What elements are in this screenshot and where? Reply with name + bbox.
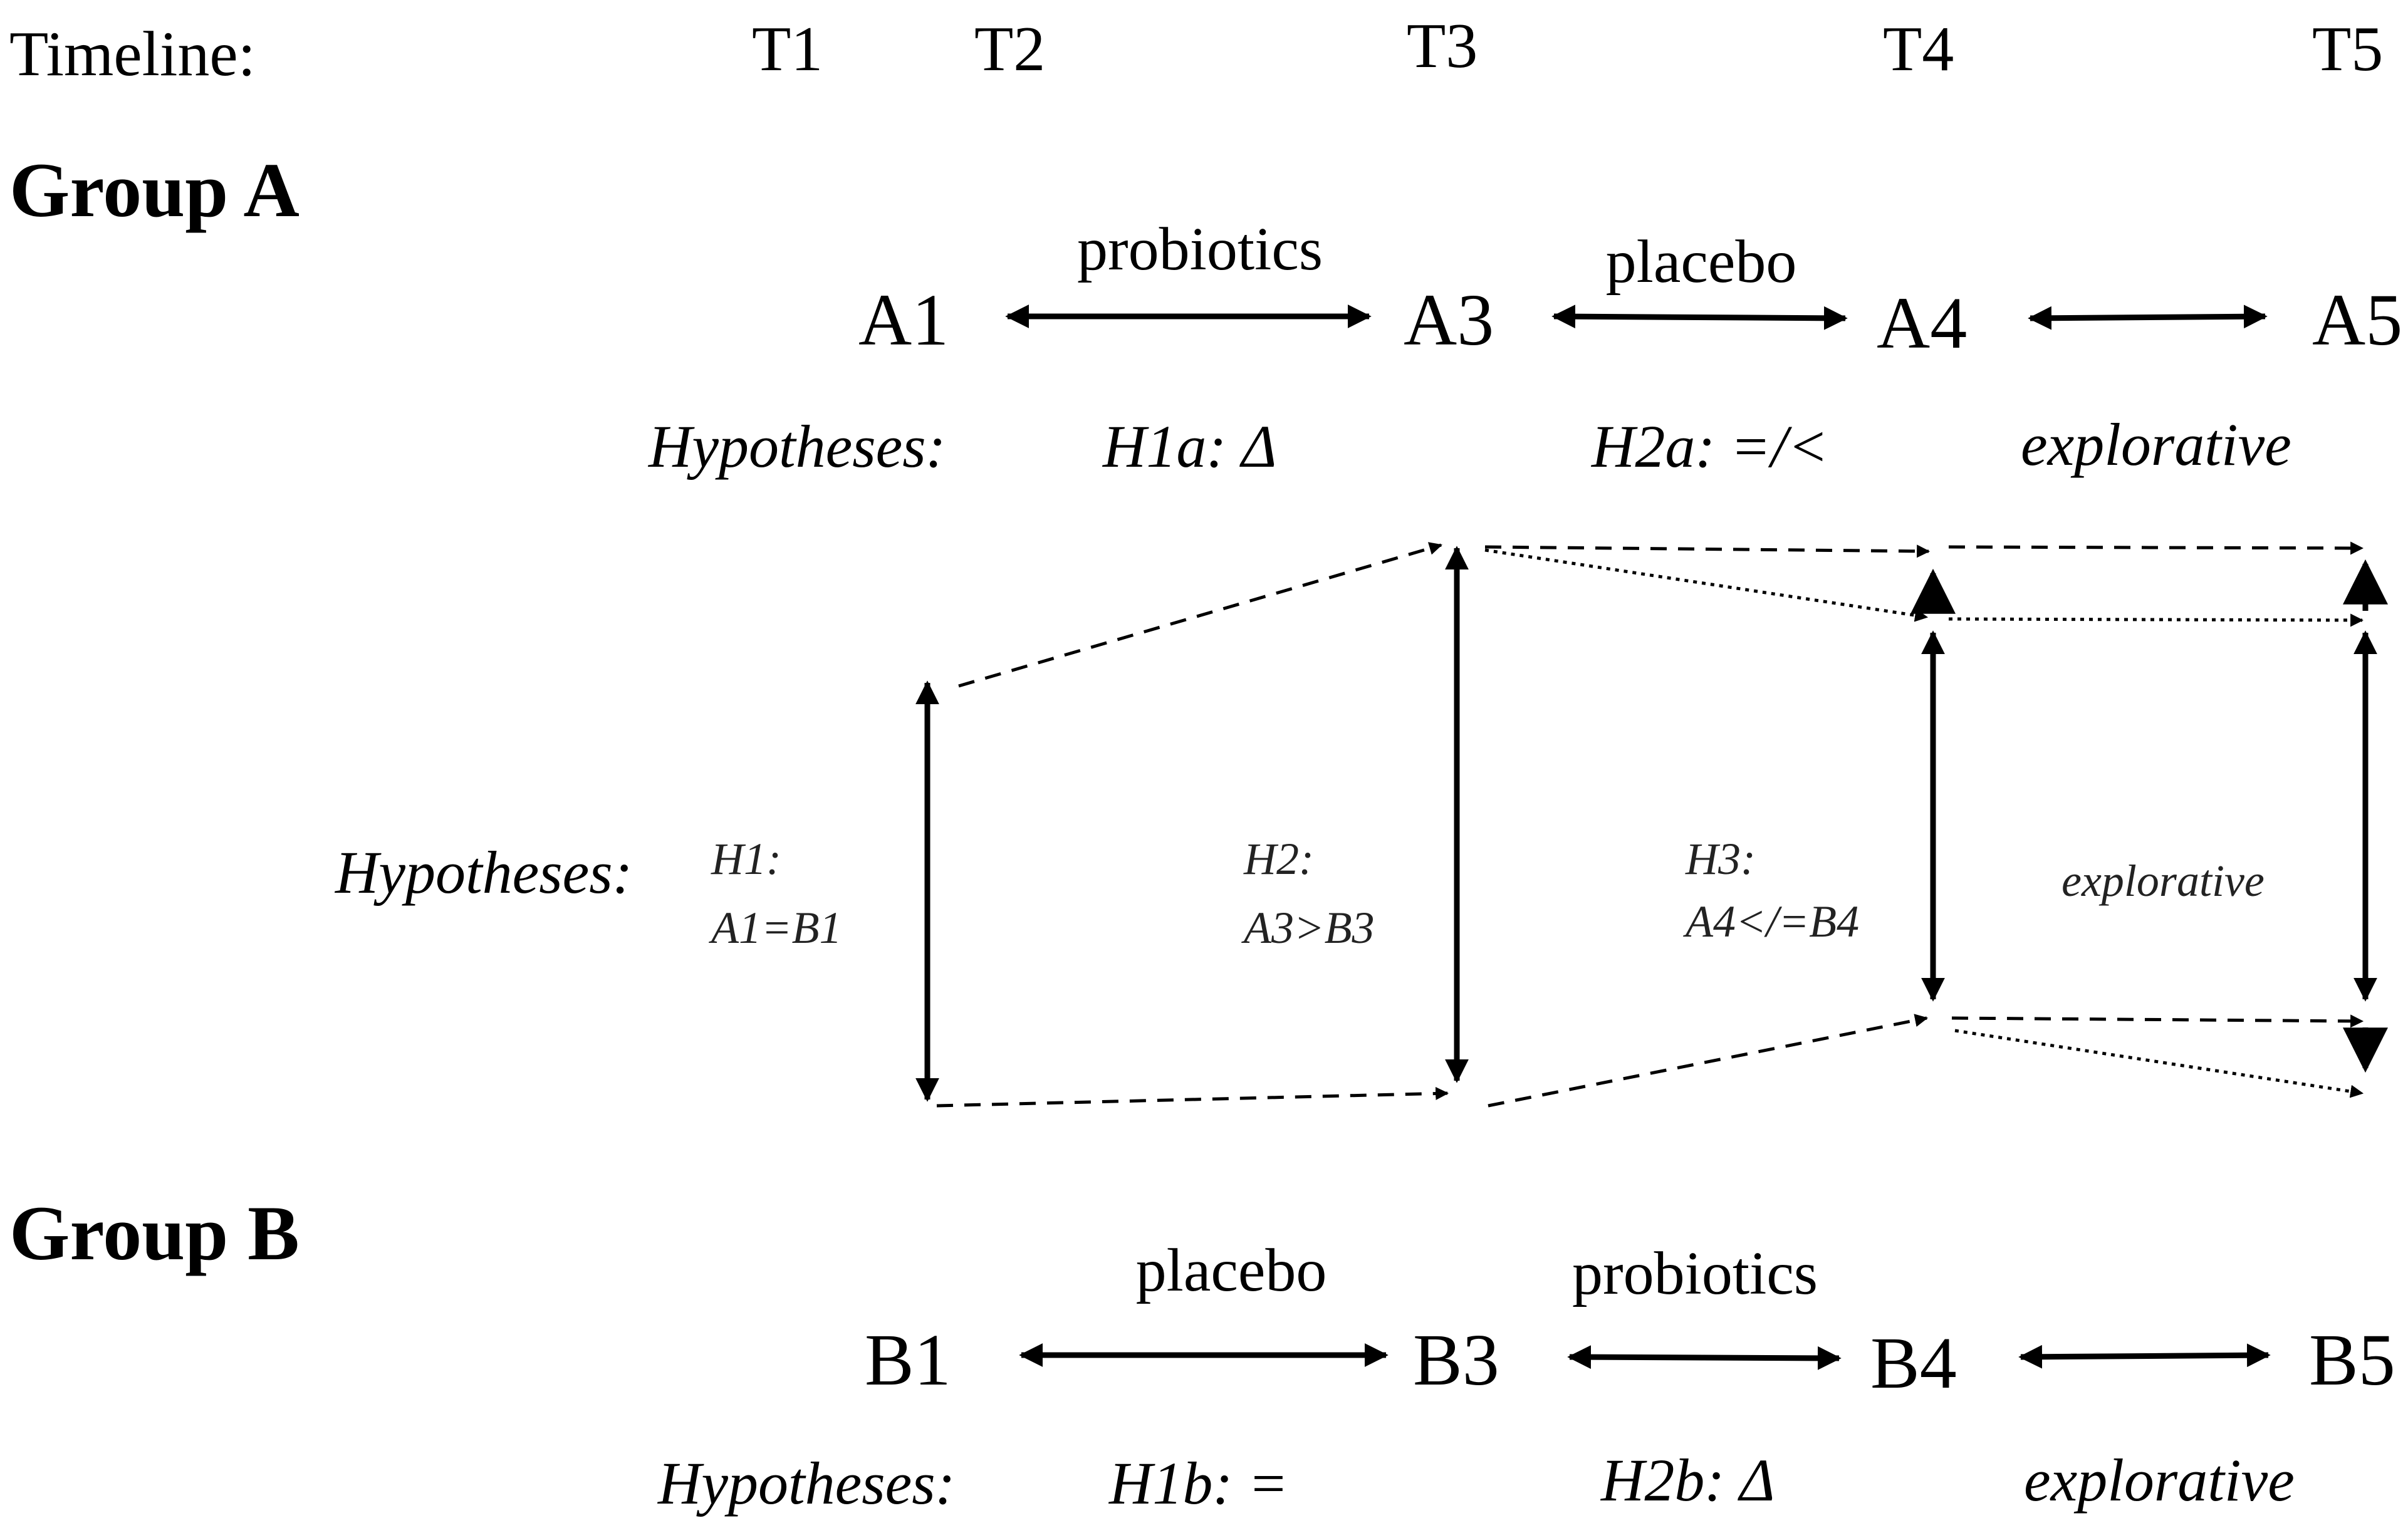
- dashed-a-t3-t4: [1484, 544, 1931, 558]
- timeline-t2: T2: [974, 14, 1045, 85]
- hypothesis-h1-expr: A1=B1: [709, 903, 842, 953]
- dashed-b-t1-t3: [936, 1086, 1449, 1108]
- timeline-t1: T1: [752, 14, 823, 85]
- dashed-a-t4-t5: [1948, 541, 2364, 555]
- dashed-b-t3-t4: [1488, 1014, 1929, 1108]
- node-a3: A3: [1404, 279, 1494, 361]
- timeline-t4: T4: [1883, 14, 1954, 85]
- node-b1: B1: [865, 1319, 951, 1401]
- hypothesis-h1b: H1b: =: [1108, 1450, 1288, 1517]
- timeline-t5: T5: [2312, 14, 2383, 85]
- between-explorative: explorative: [2061, 856, 2265, 906]
- node-a5: A5: [2312, 279, 2402, 361]
- group-a-title: Group A: [9, 147, 300, 233]
- group-b-treatment-2: probiotics: [1572, 1240, 1818, 1307]
- dashed-a-t1-t3: [958, 542, 1443, 688]
- between-hypotheses-label: Hypotheses:: [334, 839, 633, 906]
- node-b4: B4: [1870, 1322, 1957, 1404]
- group-b-title: Group B: [9, 1190, 300, 1276]
- group-b-hypotheses-label: Hypotheses:: [657, 1450, 956, 1517]
- timeline-t3: T3: [1407, 11, 1478, 81]
- group-a-treatment-2: placebo: [1606, 228, 1797, 296]
- timeline-label: Timeline:: [9, 19, 256, 90]
- hypothesis-h2-name: H2:: [1243, 834, 1314, 884]
- arrow-a4-a5: [2028, 304, 2268, 330]
- dashed-b-t4-t5: [1951, 1014, 2364, 1028]
- hypothesis-h3-expr: A4</=B4: [1683, 897, 1859, 947]
- arrow-b3-b4: [1567, 1345, 1842, 1370]
- node-a4: A4: [1877, 282, 1967, 364]
- group-a-hypotheses-label: Hypotheses:: [647, 413, 946, 480]
- group-a-explorative: explorative: [2021, 411, 2291, 478]
- node-a1: A1: [858, 279, 949, 361]
- arrow-a3-a4: [1551, 304, 1848, 330]
- group-b-treatment-1: placebo: [1136, 1237, 1327, 1304]
- group-b-explorative: explorative: [2024, 1447, 2295, 1514]
- node-b5: B5: [2309, 1319, 2395, 1401]
- hypothesis-h1-name: H1:: [711, 834, 781, 884]
- node-b3: B3: [1413, 1319, 1499, 1401]
- dotted-a-t3-t4: [1484, 548, 1929, 622]
- hypothesis-h2a: H2a: =/<: [1590, 413, 1828, 480]
- dotted-b-t4-t5: [1954, 1029, 2364, 1098]
- dotted-a-t4-t5: [1948, 613, 2364, 627]
- hypothesis-h1a: H1a: Δ: [1102, 413, 1277, 480]
- hypothesis-h3-name: H3:: [1685, 834, 1756, 884]
- hypothesis-h2b: H2b: Δ: [1600, 1447, 1775, 1514]
- group-a-treatment-1: probiotics: [1077, 216, 1323, 283]
- hypothesis-h2-expr: A3>B3: [1241, 903, 1375, 953]
- arrow-b4-b5: [2018, 1343, 2271, 1369]
